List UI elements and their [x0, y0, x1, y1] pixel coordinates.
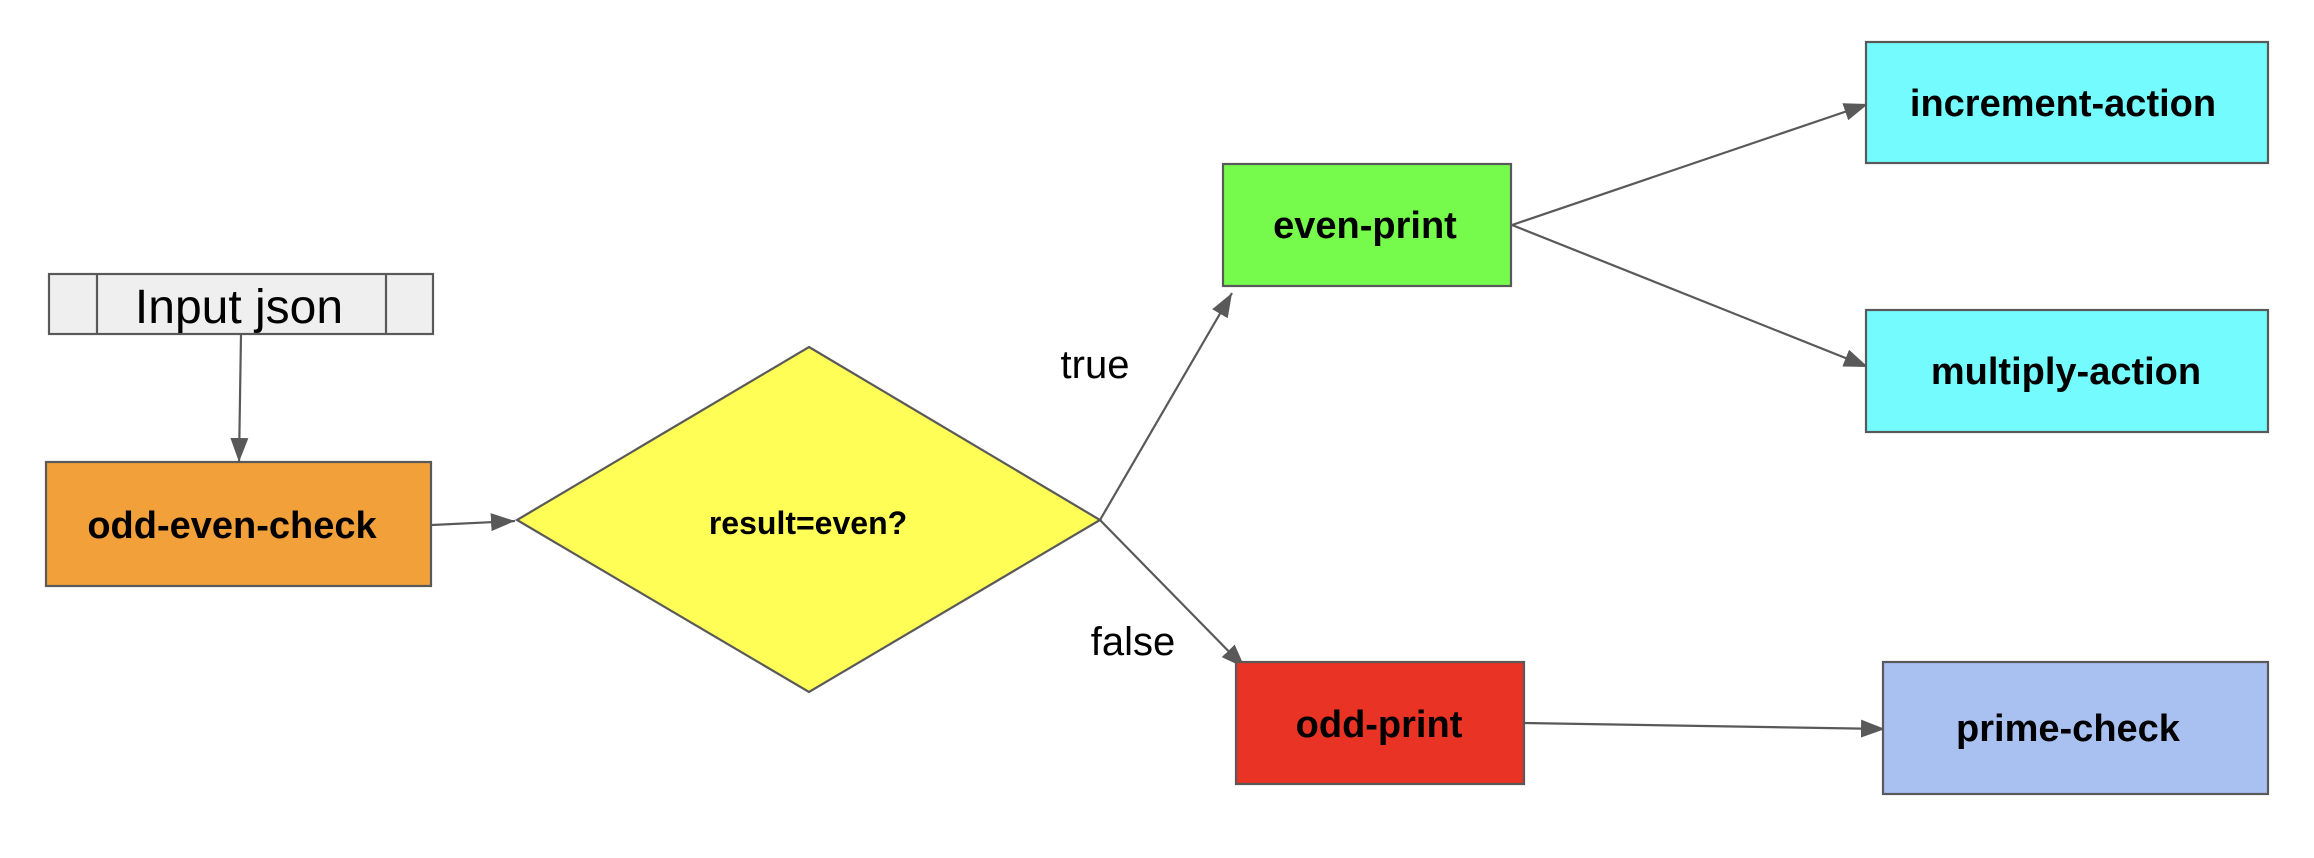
odd-print-node: odd-print	[1234, 660, 1526, 786]
edge-label-true: true	[1061, 343, 1130, 387]
even-print-box	[1221, 162, 1513, 288]
multiply-action-node: multiply-action	[1864, 308, 2270, 434]
decision-node: result=even?	[514, 345, 1103, 694]
input-json-node: Input json	[47, 272, 435, 336]
decision-diamond	[514, 345, 1103, 694]
odd-print-label: odd-print	[1296, 704, 1463, 746]
prime-check-label: prime-check	[1956, 708, 2181, 750]
edge-odd-even-check-to-decision	[431, 513, 516, 532]
odd-print-box	[1234, 660, 1526, 786]
edge-even-print-to-increment-action	[1511, 102, 1869, 227]
odd-even-check-label: odd-even-check	[87, 505, 377, 547]
edge-label-false: false	[1091, 620, 1176, 664]
input-json-box	[47, 272, 435, 336]
edge-decision-false-to-odd-print	[1099, 519, 1246, 669]
multiply-action-box	[1864, 308, 2270, 434]
multiply-action-label: multiply-action	[1931, 351, 2201, 393]
edge-decision-true-to-even-print	[1099, 292, 1233, 521]
increment-action-box	[1864, 40, 2270, 165]
even-print-label: even-print	[1273, 205, 1457, 247]
decision-label: result=even?	[709, 505, 907, 541]
edge-even-print-to-multiply-action	[1511, 223, 1869, 369]
prime-check-box	[1881, 660, 2270, 796]
increment-action-node: increment-action	[1864, 40, 2270, 165]
odd-even-check-node: odd-even-check	[44, 460, 433, 588]
even-print-node: even-print	[1221, 162, 1513, 288]
edge-odd-print-to-prime-check	[1523, 719, 1886, 738]
prime-check-node: prime-check	[1881, 660, 2270, 796]
odd-even-check-box	[44, 460, 433, 588]
increment-action-label: increment-action	[1910, 83, 2216, 125]
input-json-label: Input json	[135, 281, 343, 334]
edge-input-to-odd-even-check	[230, 333, 249, 463]
